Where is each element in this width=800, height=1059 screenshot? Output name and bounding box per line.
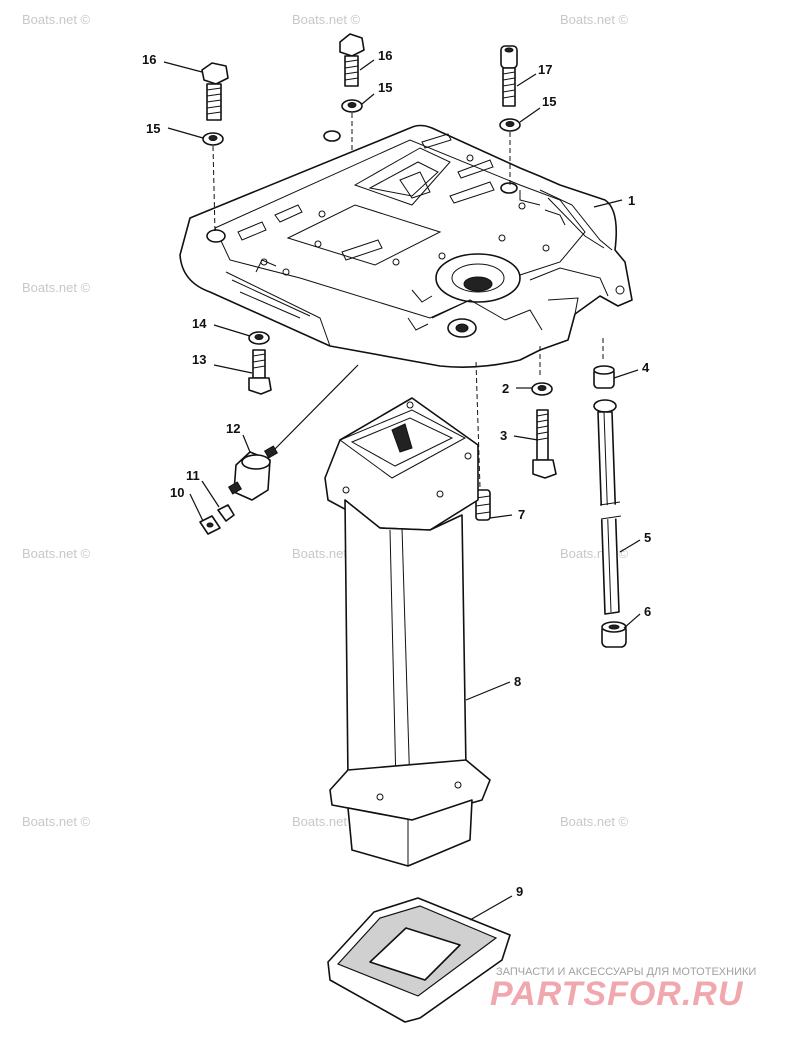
- exhaust-housing-8: [324, 397, 491, 867]
- part-label-16-left: 16: [142, 52, 156, 67]
- watermark: Boats.net ©: [560, 12, 629, 27]
- part-label-7: 7: [518, 507, 525, 522]
- part-label-10: 10: [170, 485, 184, 500]
- washer-14: [248, 331, 270, 345]
- part-label-6: 6: [644, 604, 651, 619]
- bolt-3: [532, 409, 557, 479]
- washer-15-right: [499, 118, 521, 132]
- washer-15-left: [202, 132, 224, 146]
- watermark: Boats.net ©: [560, 814, 629, 829]
- part-label-12: 12: [226, 421, 240, 436]
- part-label-14: 14: [192, 316, 207, 331]
- banner-logo: PARTSFOR.RU: [490, 975, 744, 1013]
- rod-5: [593, 399, 626, 615]
- leader-lines: [163, 59, 641, 921]
- watermark: Boats.net ©: [22, 814, 91, 829]
- watermark: Boats.net ©: [560, 546, 629, 561]
- nut-10: [199, 515, 221, 535]
- part-label-3: 3: [500, 428, 507, 443]
- washer-15-center: [341, 99, 363, 113]
- rubber-mount-12: [227, 445, 279, 501]
- watermark: Boats.net ©: [22, 280, 91, 295]
- washer-2: [531, 382, 553, 396]
- part-label-15-right: 15: [542, 94, 556, 109]
- watermarks: Boats.net © Boats.net © Boats.net © Boat…: [22, 12, 629, 829]
- watermark: Boats.net ©: [292, 546, 361, 561]
- part-label-4: 4: [642, 360, 650, 375]
- part-label-9: 9: [516, 884, 523, 899]
- part-label-8: 8: [514, 674, 521, 689]
- part-label-13: 13: [192, 352, 206, 367]
- part-label-15-center: 15: [378, 80, 392, 95]
- bolt-16-center: [339, 33, 365, 87]
- part-labels: 1 2 3 4 5 6 7 8 9 10 11 12 13 14 15 15 1…: [142, 48, 651, 899]
- part-label-2: 2: [502, 381, 509, 396]
- bolt-16-left: [201, 62, 229, 121]
- cap-6: [601, 621, 627, 648]
- seal-9: [327, 897, 511, 1023]
- bolt-13: [248, 349, 272, 395]
- watermark: Boats.net ©: [292, 814, 361, 829]
- part-label-15-left: 15: [146, 121, 160, 136]
- nut-11: [217, 504, 235, 522]
- part-label-1: 1: [628, 193, 635, 208]
- part-label-16-center: 16: [378, 48, 392, 63]
- part-label-11: 11: [186, 468, 200, 483]
- watermark: Boats.net ©: [22, 12, 91, 27]
- part-label-5: 5: [644, 530, 651, 545]
- watermark: Boats.net ©: [292, 12, 361, 27]
- part-label-17: 17: [538, 62, 552, 77]
- bolt-17-right: [500, 45, 518, 107]
- watermark: Boats.net ©: [22, 546, 91, 561]
- banner-tagline: ЗАПЧАСТИ И АКСЕССУАРЫ ДЛЯ МОТОТЕХНИКИ: [496, 966, 756, 978]
- bolt-7: [475, 489, 491, 521]
- cap-4: [593, 365, 615, 389]
- mounting-plate: [179, 124, 633, 368]
- partsfor-banner: ЗАПЧАСТИ И АКСЕССУАРЫ ДЛЯ МОТОТЕХНИКИ PA…: [490, 966, 756, 1013]
